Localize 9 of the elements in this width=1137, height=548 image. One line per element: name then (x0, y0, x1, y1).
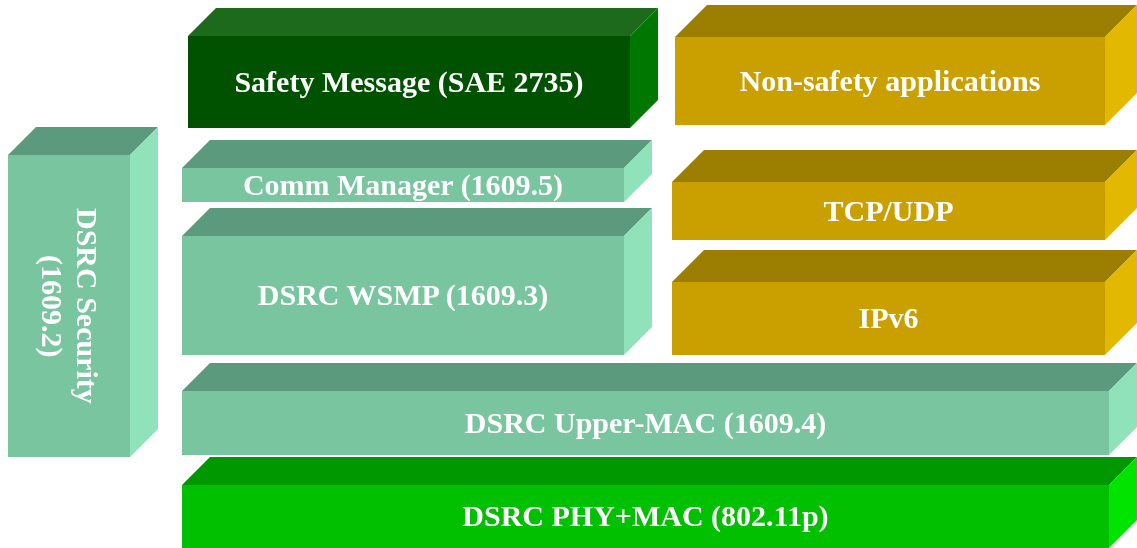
layer-label: Non-safety applications (739, 63, 1041, 99)
layer-label: DSRC PHY+MAC (802.11p) (462, 499, 829, 534)
layer-label: TCP/UDP (823, 193, 954, 229)
layer-label: Safety Message (SAE 2735) (234, 64, 584, 100)
layer-label: IPv6 (858, 301, 919, 336)
layer-label: DSRC Security (1609.2) (35, 207, 104, 406)
layer-label: DSRC WSMP (1609.3) (257, 278, 549, 313)
layer-label: DSRC Upper-MAC (1609.4) (464, 405, 827, 441)
layer-label: Comm Manager (1609.5) (242, 167, 564, 203)
